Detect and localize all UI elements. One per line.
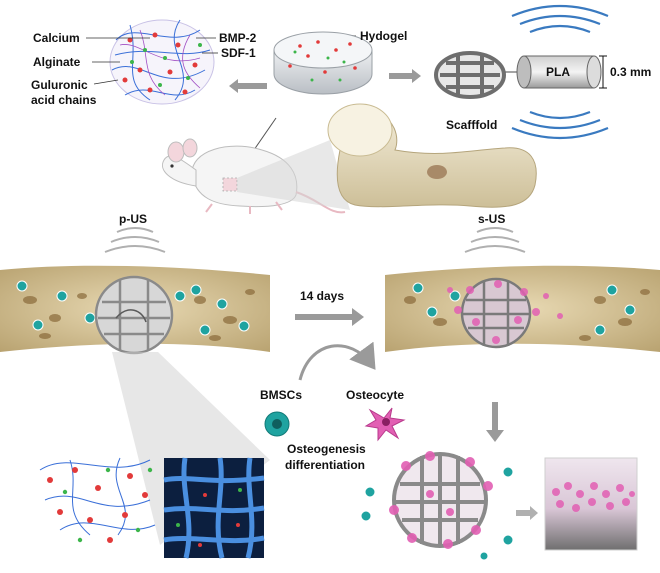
label-scaffold: Scafffold [446, 118, 498, 132]
label-osteogenesis-1: Osteogenesis [287, 442, 366, 456]
top-left-arrow [229, 79, 267, 93]
bone-section-left [0, 265, 270, 355]
label-calcium: Calcium [33, 31, 80, 45]
osteocyte-icon [364, 407, 406, 442]
s-us-waves [464, 227, 526, 253]
small-arrow [516, 506, 538, 520]
tissue-block [544, 457, 638, 551]
label-osteogenesis-2: differentiation [285, 458, 365, 472]
label-p-us: p-US [119, 212, 147, 226]
femur-bone [327, 103, 537, 208]
scaffold-top [434, 51, 506, 99]
bottom-network [39, 457, 156, 543]
label-osteocyte: Osteocyte [346, 388, 405, 402]
days-arrow [295, 308, 364, 326]
differentiation-arrow [298, 341, 376, 381]
label-hydrogel: Hydogel [360, 29, 408, 43]
p-us-waves [104, 227, 166, 253]
zoom-wedge [112, 352, 270, 545]
label-alginate: Alginate [33, 55, 81, 69]
label-guluronic-2: acid chains [31, 93, 97, 107]
label-pla: PLA [546, 65, 570, 79]
label-thickness: 0.3 mm [610, 65, 652, 79]
bmsc-cell-icon [264, 411, 290, 437]
label-bmscs: BMSCs [260, 388, 303, 402]
gel-micrograph [163, 457, 265, 559]
top-right-arrow [389, 69, 421, 83]
alginate-network [109, 19, 215, 105]
scaffold-with-cells [360, 451, 514, 561]
label-bmp2: BMP-2 [219, 31, 257, 45]
label-s-us: s-US [478, 212, 506, 226]
label-days: 14 days [300, 289, 345, 303]
label-sdf1: SDF-1 [221, 46, 256, 60]
label-leader-lines [86, 32, 357, 85]
magnification-wedge [237, 140, 350, 210]
label-guluronic-1: Guluronic [31, 78, 88, 92]
bone-section-right [385, 265, 660, 352]
down-arrow [486, 402, 504, 442]
pla-filament [505, 4, 609, 140]
hydrogel-disc [273, 31, 373, 95]
